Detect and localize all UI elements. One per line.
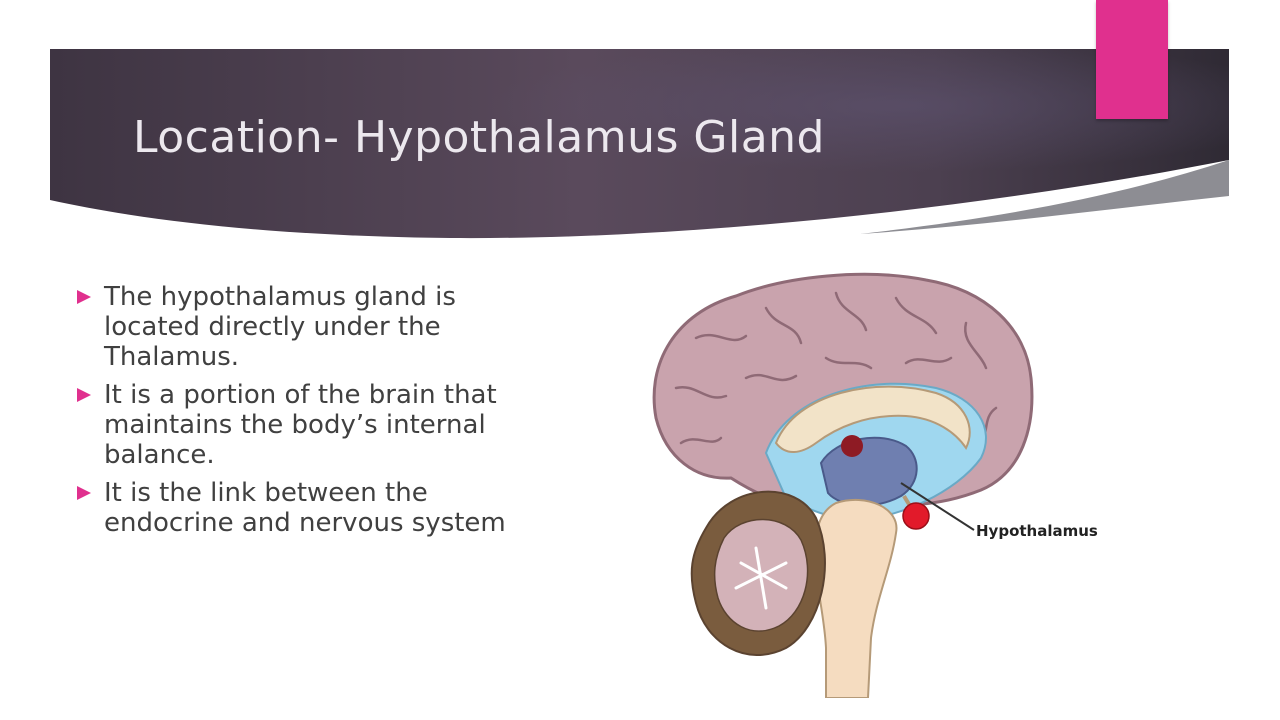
- bullet-text: It is the link between the endocrine and…: [104, 478, 506, 538]
- bullet-item: The hypothalamus gland is located direct…: [76, 282, 546, 372]
- triangle-right-icon: [77, 290, 91, 304]
- pineal-dot: [841, 435, 863, 457]
- triangle-right-icon: [77, 388, 91, 402]
- hypothalamus-label: Hypothalamus: [976, 522, 1098, 540]
- title-band: [50, 49, 1229, 239]
- bullet-item: It is the link between the endocrine and…: [76, 478, 546, 538]
- brain-diagram: Hypothalamus: [652, 272, 1098, 698]
- label-pointer: [900, 482, 975, 531]
- hypothalamus-marker: [902, 502, 930, 530]
- triangle-right-icon: [77, 486, 91, 500]
- thalamus: [819, 436, 918, 507]
- bullet-list: The hypothalamus gland is located direct…: [76, 282, 546, 546]
- bullet-item: It is a portion of the brain that mainta…: [76, 380, 546, 470]
- brainstem: [813, 498, 898, 698]
- slide-title: Location- Hypothalamus Gland: [133, 112, 825, 163]
- bullet-text: It is a portion of the brain that mainta…: [104, 380, 497, 470]
- accent-tab: [1096, 0, 1168, 119]
- bullet-text: The hypothalamus gland is located direct…: [104, 282, 456, 372]
- corpus-callosum: [774, 385, 971, 453]
